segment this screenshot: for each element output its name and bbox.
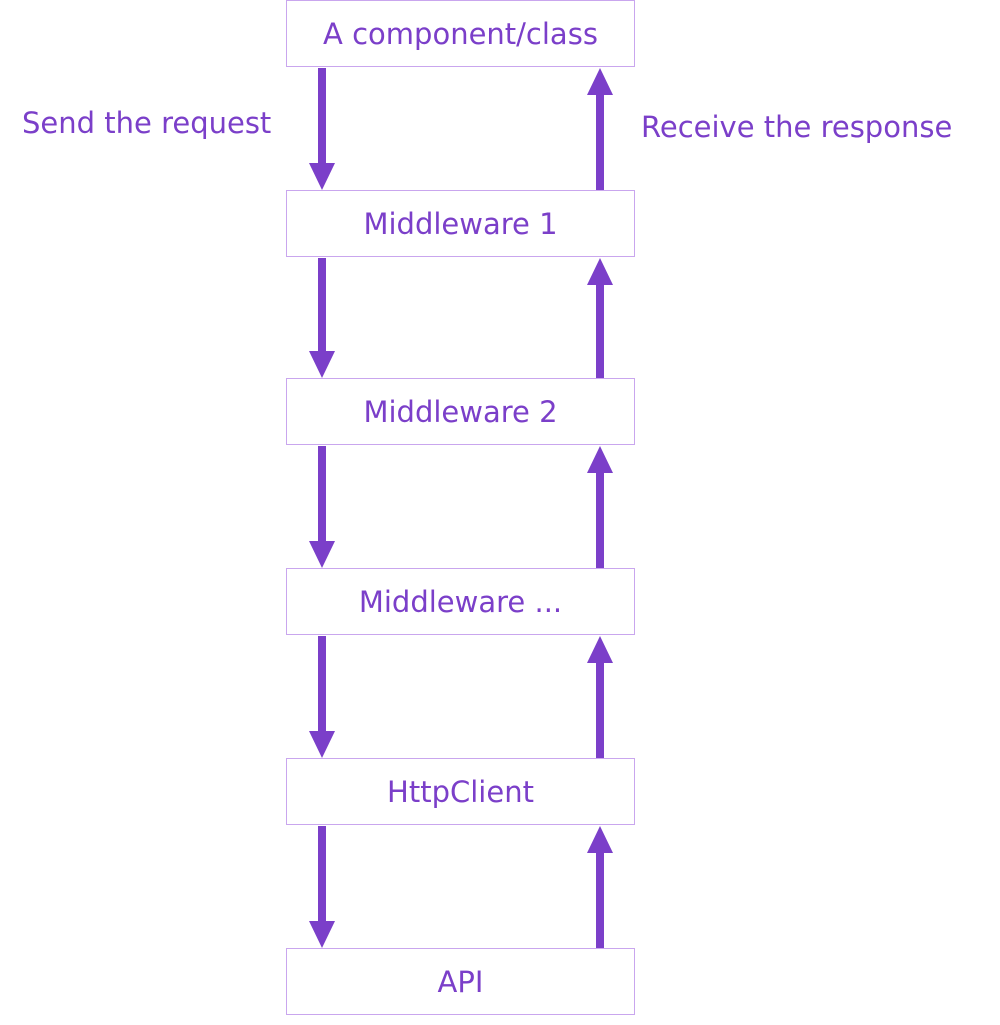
response-arrow-up	[587, 826, 613, 948]
response-arrow-up	[587, 636, 613, 758]
receive-response-label: Receive the response	[641, 110, 953, 144]
node-httpclient: HttpClient	[286, 758, 635, 825]
response-arrow-up	[587, 446, 613, 568]
node-middleware-1: Middleware 1	[286, 190, 635, 257]
request-arrow-down	[309, 636, 335, 758]
send-request-label: Send the request	[22, 106, 272, 140]
request-arrow-down	[309, 446, 335, 568]
response-arrow-up	[587, 68, 613, 190]
node-middleware-2: Middleware 2	[286, 378, 635, 445]
request-arrow-down	[309, 826, 335, 948]
request-arrow-down	[309, 68, 335, 190]
node-api: API	[286, 948, 635, 1015]
request-arrow-down	[309, 258, 335, 378]
node-component: A component/class	[286, 0, 635, 67]
response-arrow-up	[587, 258, 613, 378]
node-middleware-more: Middleware ...	[286, 568, 635, 635]
